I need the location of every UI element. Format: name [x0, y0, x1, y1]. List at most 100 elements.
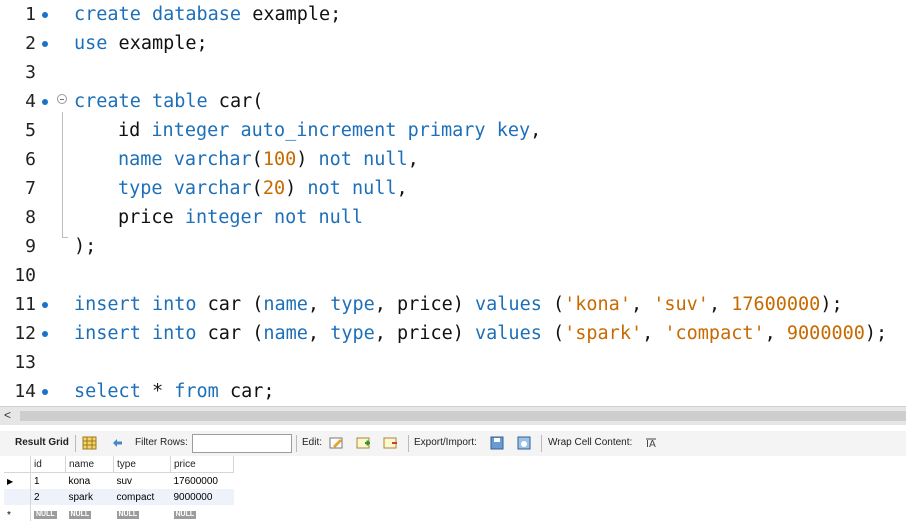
result-toolbar: Result Grid Filter Rows: Edit: Export/Im… — [0, 431, 906, 457]
column-header-type[interactable]: type — [113, 456, 171, 473]
code-token: price — [118, 207, 185, 228]
scrollbar-thumb[interactable] — [20, 411, 906, 421]
edit-row-icon[interactable] — [329, 436, 344, 450]
code-token — [307, 207, 318, 228]
code-line[interactable]: 13 — [0, 348, 906, 377]
sql-literal: 'spark' — [564, 323, 643, 344]
fold-toggle-icon[interactable] — [57, 94, 67, 104]
code-token — [141, 91, 152, 112]
refresh-icon[interactable] — [110, 436, 125, 450]
code-token: ) — [296, 149, 319, 170]
cell-type[interactable]: compact — [113, 489, 171, 505]
code-token: car ( — [196, 294, 264, 315]
line-number: 7 — [25, 178, 36, 199]
code-line[interactable]: 9); — [0, 232, 906, 261]
statement-marker-icon — [42, 302, 48, 308]
sql-keyword: into — [151, 294, 197, 315]
sql-keyword: not — [307, 178, 341, 199]
code-line[interactable]: 3 — [0, 58, 906, 87]
grid-view-icon[interactable] — [82, 436, 97, 450]
sql-keyword: from — [174, 381, 219, 402]
statement-marker-icon — [42, 389, 48, 395]
cell-id[interactable]: 1 — [34, 475, 40, 487]
cell-name[interactable]: kona — [68, 475, 91, 487]
code-token: , — [530, 120, 542, 141]
delete-row-icon[interactable] — [383, 436, 398, 450]
statement-marker-icon — [42, 331, 48, 337]
sql-keyword: varchar — [173, 178, 252, 199]
toolbar-divider — [408, 435, 409, 452]
cell-type[interactable]: suv — [116, 475, 133, 487]
code-text: create database example; — [74, 0, 341, 29]
code-text: ); — [74, 232, 96, 261]
code-token — [163, 149, 174, 170]
line-number: 9 — [25, 236, 36, 257]
code-token: car( — [207, 91, 264, 112]
line-number: 2 — [25, 33, 36, 54]
sql-keyword: name — [263, 294, 308, 315]
code-token: , — [630, 294, 654, 315]
add-row-icon[interactable] — [356, 436, 371, 450]
column-header-name[interactable]: name — [65, 456, 114, 473]
line-number: 3 — [25, 62, 36, 83]
cell-name[interactable]: spark — [65, 489, 114, 505]
statement-marker-icon — [42, 12, 48, 18]
sql-keyword: type — [330, 294, 375, 315]
cell-null[interactable]: NULL — [66, 505, 114, 521]
scroll-left-arrow-icon[interactable]: < — [4, 408, 12, 422]
code-text: price integer not null — [118, 203, 363, 232]
code-token — [141, 294, 152, 315]
import-icon[interactable] — [517, 436, 532, 450]
sql-literal: 20 — [262, 178, 286, 199]
result-grid-tab[interactable]: Result Grid — [15, 437, 69, 448]
code-line[interactable]: 2 use example; — [0, 29, 906, 58]
code-line[interactable]: 10 — [0, 261, 906, 290]
cell-price[interactable]: 9000000 — [170, 489, 234, 505]
cell-null[interactable]: NULL — [171, 505, 234, 521]
new-row-marker: * — [4, 505, 31, 521]
cell-null[interactable]: NULL — [114, 505, 171, 521]
sql-literal: 9000000 — [786, 323, 865, 344]
code-token — [486, 120, 497, 141]
statement-marker-icon — [42, 41, 48, 47]
cell-null[interactable]: NULL — [31, 505, 66, 521]
horizontal-scrollbar[interactable]: < — [0, 406, 906, 425]
filter-rows-input[interactable] — [192, 434, 292, 453]
fold-guide — [62, 112, 63, 237]
table-row[interactable]: ▶ 1 kona suv 17600000 — [4, 472, 234, 489]
wrap-text-icon[interactable]: IA — [644, 436, 659, 450]
sql-keyword: not — [273, 207, 308, 228]
cell-price[interactable]: 17600000 — [173, 475, 219, 487]
code-text: use example; — [74, 29, 208, 58]
table-row[interactable]: 2 spark compact 9000000 — [4, 489, 234, 505]
code-text: create table car( — [74, 87, 263, 116]
sql-keyword: null — [318, 207, 364, 228]
export-icon[interactable] — [490, 436, 505, 450]
column-header-id[interactable]: id — [30, 456, 66, 473]
sql-keyword: values — [475, 323, 542, 344]
new-row[interactable]: * NULL NULL NULL NULL — [4, 505, 234, 521]
sql-keyword: null — [351, 178, 397, 199]
null-badge: NULL — [173, 510, 197, 519]
filter-rows-label: Filter Rows: — [135, 437, 188, 448]
sql-keyword: create — [74, 91, 141, 112]
code-token — [263, 207, 274, 228]
code-token: ) — [285, 178, 308, 199]
code-token: , price) — [374, 294, 476, 315]
cell-id[interactable]: 2 — [30, 489, 66, 505]
sql-keyword: into — [151, 323, 197, 344]
result-grid[interactable]: id name type price ▶ 1 kona suv 17600000… — [0, 456, 906, 524]
sql-keyword: auto_increment — [240, 120, 397, 141]
code-token: ( — [251, 149, 263, 170]
column-header-price[interactable]: price — [170, 456, 234, 473]
